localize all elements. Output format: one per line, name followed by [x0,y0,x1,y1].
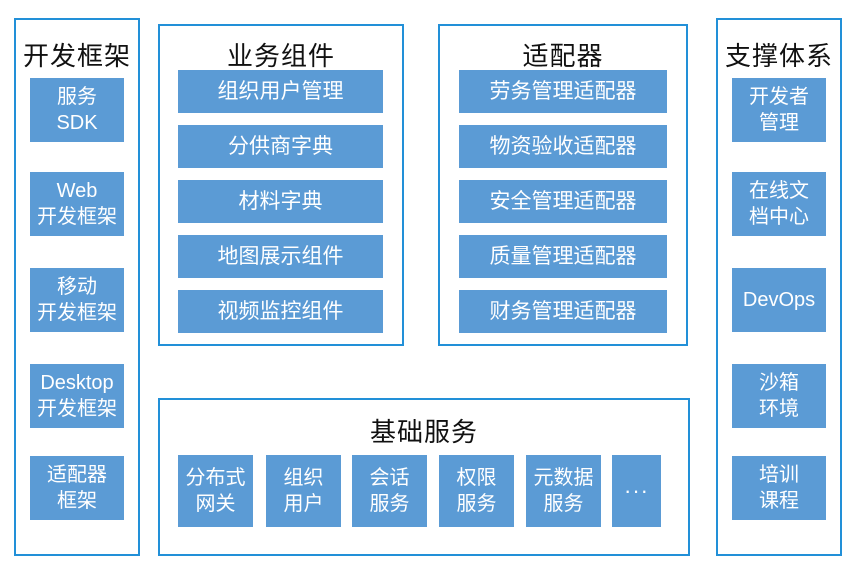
section-business-components: 业务组件 组织用户管理 分供商字典 材料字典 地图展示组件 视频监控组件 [158,24,404,346]
diagram-box-map-display: 地图展示组件 [178,235,383,278]
section-support-system: 支撑体系 开发者 管理 在线文 档中心 DevOps 沙箱 环境 培训 课程 [716,18,842,556]
diagram-box-sandbox-env: 沙箱 环境 [732,364,826,428]
diagram-box-distributed-gateway: 分布式 网关 [178,455,253,527]
diagram-box-web-framework: Web 开发框架 [30,172,124,236]
diagram-box-session-service: 会话 服务 [352,455,427,527]
diagram-box-material-dict: 材料字典 [178,180,383,223]
diagram-box-supplier-dict: 分供商字典 [178,125,383,168]
diagram-box-more-ellipsis: ··· [612,455,661,527]
diagram-box-org-user: 组织 用户 [266,455,341,527]
diagram-box-developer-mgmt: 开发者 管理 [732,78,826,142]
diagram-box-permission-service: 权限 服务 [439,455,514,527]
diagram-box-adapter-framework: 适配器 框架 [30,456,124,520]
diagram-box-service-sdk: 服务 SDK [30,78,124,142]
section-adapters-title: 适配器 [522,41,604,71]
diagram-box-labor-adapter: 劳务管理适配器 [459,70,667,113]
diagram-box-finance-adapter: 财务管理适配器 [459,290,667,333]
diagram-box-safety-adapter: 安全管理适配器 [459,180,667,223]
section-business-components-title: 业务组件 [226,41,335,71]
section-base-services: 基础服务 分布式 网关 组织 用户 会话 服务 权限 服务 元数据 服务 ··· [158,398,690,556]
section-support-system-title: 支撑体系 [724,41,833,71]
section-dev-framework: 开发框架 服务 SDK Web 开发框架 移动 开发框架 Desktop 开发框… [14,18,140,556]
section-base-services-title: 基础服务 [369,417,478,447]
diagram-box-mobile-framework: 移动 开发框架 [30,268,124,332]
diagram-box-devops: DevOps [732,268,826,332]
section-dev-framework-title: 开发框架 [22,41,131,71]
diagram-box-org-user-mgmt: 组织用户管理 [178,70,383,113]
section-adapters: 适配器 劳务管理适配器 物资验收适配器 安全管理适配器 质量管理适配器 财务管理… [438,24,688,346]
diagram-box-metadata-service: 元数据 服务 [526,455,601,527]
diagram-box-training-courses: 培训 课程 [732,456,826,520]
diagram-box-video-monitor: 视频监控组件 [178,290,383,333]
diagram-box-online-docs: 在线文 档中心 [732,172,826,236]
diagram-box-quality-adapter: 质量管理适配器 [459,235,667,278]
diagram-box-desktop-framework: Desktop 开发框架 [30,364,124,428]
diagram-box-materials-adapter: 物资验收适配器 [459,125,667,168]
